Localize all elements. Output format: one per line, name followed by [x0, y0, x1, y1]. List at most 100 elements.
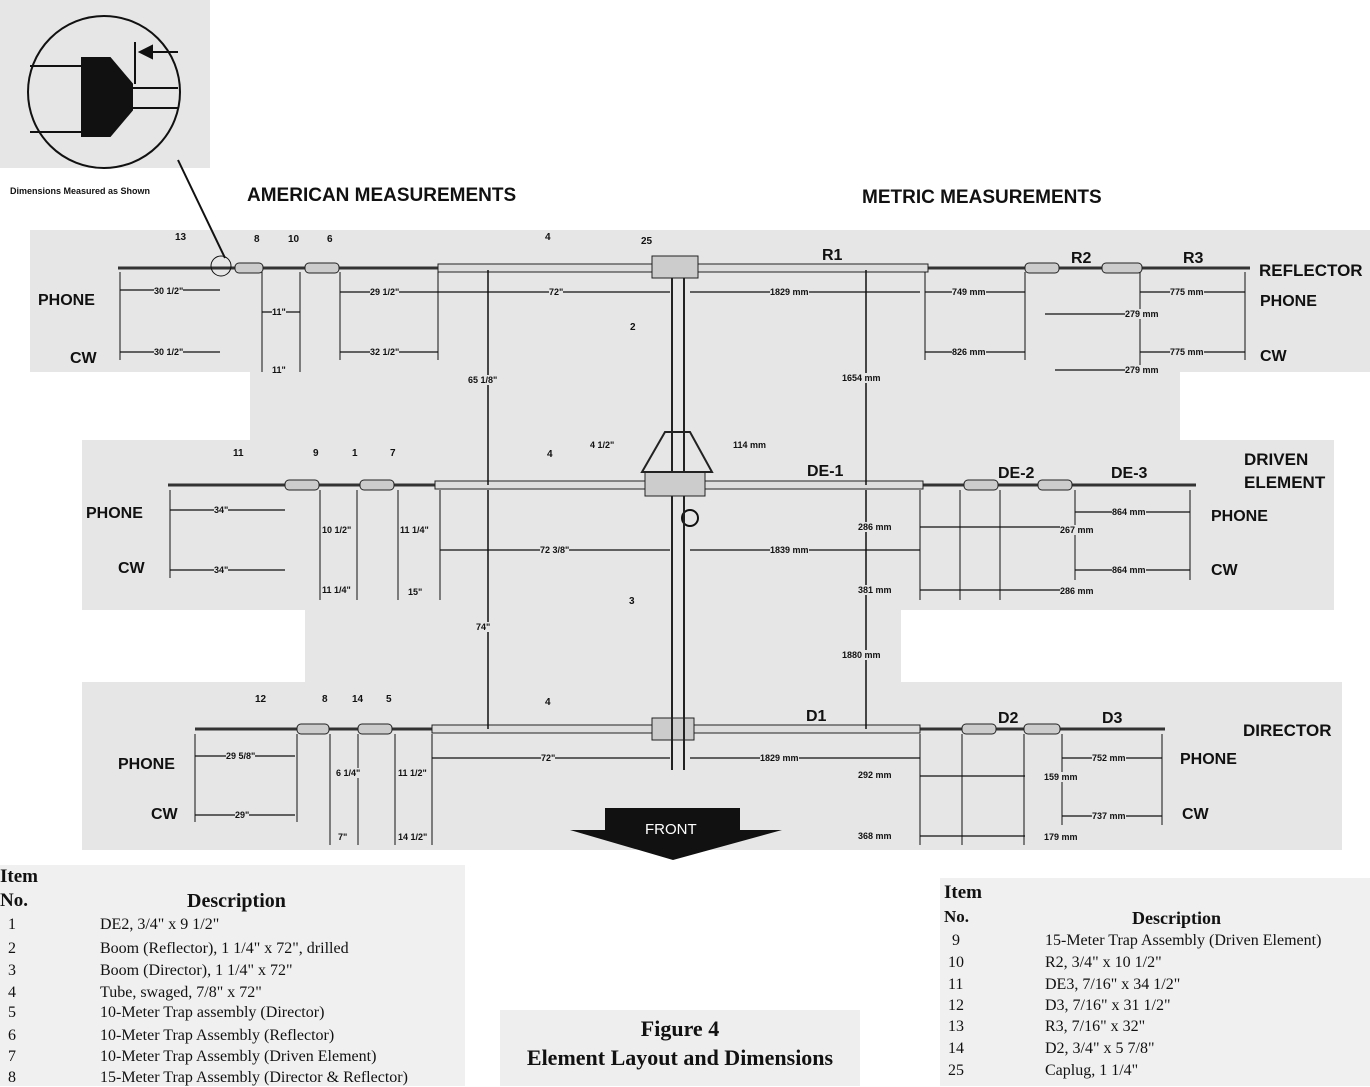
refl-am-inner-cw: 32 1/2": [370, 347, 400, 357]
driven-am-phone: 34": [214, 505, 229, 515]
table-left-desc-7: 10-Meter Trap Assembly (Driven Element): [100, 1048, 377, 1065]
director-phone-label-m: PHONE: [1180, 751, 1237, 768]
extension-lines: [119, 272, 1246, 845]
upper-panel: [30, 230, 1370, 372]
driven-cw-label: CW: [118, 560, 145, 577]
table-right-no-9: 9: [952, 932, 960, 949]
refl-m-r3-phone: 775 mm: [1170, 287, 1204, 297]
refl-am-trap: 11": [272, 307, 286, 317]
table-left-no-1: 1: [8, 916, 16, 933]
refl-m-inner-cw: 826 mm: [952, 347, 986, 357]
table-right-no-11: 11: [948, 976, 964, 993]
dir-m-d3-cw: 737 mm: [1092, 811, 1126, 821]
metric-header: METRIC MEASUREMENTS: [862, 187, 1102, 208]
table-right-panel: [940, 878, 1370, 1086]
table-left-no-7: 7: [8, 1048, 16, 1065]
table-left-desc-6: 10-Meter Trap Assembly (Reflector): [100, 1027, 335, 1044]
driven-am-inner-phone: 11 1/4": [400, 525, 429, 535]
reflector-label: REFLECTOR: [1259, 261, 1363, 280]
dir-am-inner-cw: 14 1/2": [398, 832, 428, 842]
table-left-desc-8: 15-Meter Trap Assembly (Director & Refle…: [100, 1069, 408, 1086]
reflector-cw-label-m: CW: [1260, 348, 1287, 365]
section-d2: D2: [998, 710, 1019, 727]
refl-m-r2-phone: 279 mm: [1125, 309, 1159, 319]
callout-14: 14: [352, 694, 364, 705]
boom-feed-am: 4 1/2": [590, 440, 615, 450]
table-left-no-6: 6: [8, 1027, 16, 1044]
inset-magnifier: [27, 15, 226, 259]
table-right-desc-13: R3, 7/16" x 32": [1045, 1018, 1146, 1035]
callout-7: 7: [390, 448, 396, 459]
section-de2: DE-2: [998, 465, 1035, 482]
section-de1: DE-1: [807, 463, 844, 480]
dir-am-cw: 29": [235, 810, 250, 820]
callout-11: 11: [233, 448, 244, 459]
reflector-element: [118, 255, 1250, 279]
refl-am-trap-cw: 11": [272, 365, 286, 375]
table-right-desc-10: R2, 3/4" x 10 1/2": [1045, 954, 1162, 971]
refl-am-inner-phone: 29 1/2": [370, 287, 400, 297]
callout-10: 10: [288, 234, 300, 245]
front-label: FRONT: [645, 821, 697, 838]
american-header: AMERICAN MEASUREMENTS: [247, 185, 517, 206]
table-left-header-item-2: No.: [0, 890, 28, 911]
spacing-dimensions: [487, 270, 867, 729]
refl-am-tube: 72": [549, 287, 564, 297]
refl-m-r2-cw: 279 mm: [1125, 365, 1159, 375]
dir-m-d3-phone: 752 mm: [1092, 753, 1126, 763]
callout-4-dir: 4: [545, 697, 551, 708]
front-arrow[interactable]: [570, 808, 782, 860]
table-left-desc-3: Boom (Director), 1 1/4" x 72": [100, 962, 293, 979]
table-left-panel: [0, 865, 465, 1086]
section-r3: R3: [1183, 250, 1204, 267]
boom-driven-dir-am: 74": [476, 622, 491, 632]
table-right-no-25: 25: [948, 1062, 964, 1079]
director-cw-label: CW: [151, 806, 178, 823]
section-d1: D1: [806, 708, 827, 725]
driven-phone-label: PHONE: [86, 505, 143, 522]
callout-1: 1: [352, 448, 358, 459]
driven-label-1: DRIVEN: [1244, 450, 1309, 469]
table-left-no-4: 4: [8, 984, 16, 1001]
table-left-no-2: 2: [8, 940, 16, 957]
boom-refl-driven-am: 65 1/8": [468, 375, 498, 385]
table-left-desc-5: 10-Meter Trap assembly (Director): [100, 1004, 325, 1021]
refl-m-tube: 1829 mm: [770, 287, 809, 297]
table-left-header-desc: Description: [187, 890, 286, 912]
callout-8-refl: 8: [254, 234, 260, 245]
section-de3: DE-3: [1111, 465, 1148, 482]
table-right-desc-11: DE3, 7/16" x 34 1/2": [1045, 976, 1181, 993]
table-left-no-8: 8: [8, 1069, 16, 1086]
driven-am-trap-cw: 11 1/4": [322, 585, 351, 595]
table-left-no-3: 3: [8, 962, 16, 979]
dir-am-phone: 29 5/8": [226, 751, 256, 761]
director-phone-label: PHONE: [118, 756, 175, 773]
dir-m-tube: 1829 mm: [760, 753, 799, 763]
section-r1: R1: [822, 247, 843, 264]
boom-refl-driven-m: 1654 mm: [842, 373, 881, 383]
boom-driven-dir-m: 1880 mm: [842, 650, 881, 660]
callout-5: 5: [386, 694, 392, 705]
table-left-desc-2: Boom (Reflector), 1 1/4" x 72", drilled: [100, 940, 349, 957]
table-right-desc-25: Caplug, 1 1/4": [1045, 1062, 1139, 1079]
dir-am-trap-phone: 6 1/4": [336, 768, 361, 778]
callout-4-refl: 4: [545, 232, 551, 243]
table-right-header-item-2: No.: [944, 907, 970, 926]
callout-12: 12: [255, 694, 267, 705]
driven-m-tube: 1839 mm: [770, 545, 809, 555]
director-element: [195, 717, 1165, 741]
dir-m-inner-cw: 368 mm: [858, 831, 892, 841]
driven-m-de2-cw: 286 mm: [1060, 586, 1094, 596]
parts-table-right: Item No. Description 9 15-Meter Trap Ass…: [940, 880, 1370, 1086]
refl-m-r3-cw: 775 mm: [1170, 347, 1204, 357]
table-left-desc-4: Tube, swaged, 7/8" x 72": [100, 984, 262, 1001]
callout-3: 3: [629, 596, 635, 607]
table-right-no-10: 10: [948, 954, 964, 971]
table-right-desc-14: D2, 3/4" x 5 7/8": [1045, 1040, 1155, 1057]
refl-am-cw: 30 1/2": [154, 347, 184, 357]
middle-panel: [82, 440, 1334, 610]
callout-4-driven: 4: [547, 449, 553, 460]
callout-8-dir: 8: [322, 694, 328, 705]
callout-9: 9: [313, 448, 319, 459]
refl-am-phone: 30 1/2": [154, 286, 184, 296]
